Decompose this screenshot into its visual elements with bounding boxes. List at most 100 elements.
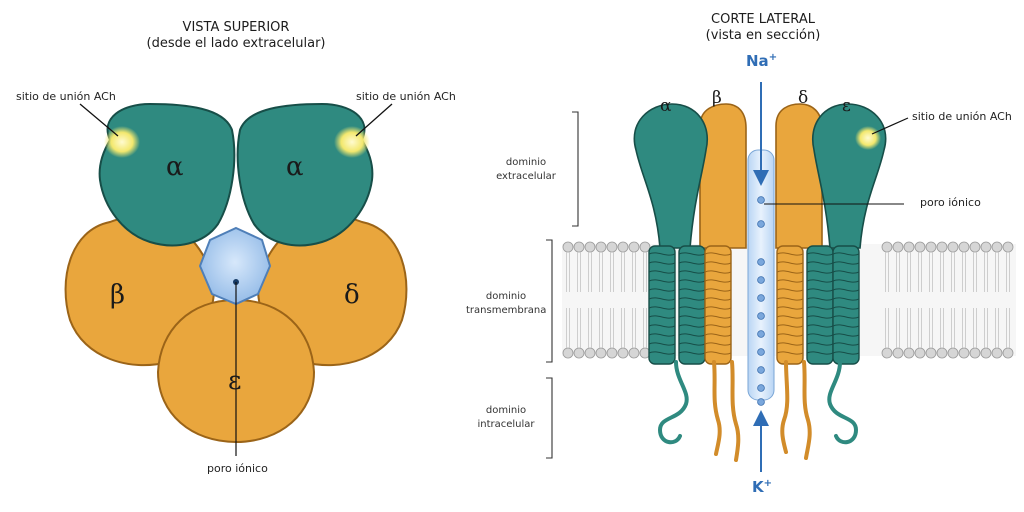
helix-turn xyxy=(704,333,732,337)
top-view-title-main: VISTA SUPERIOR xyxy=(182,20,290,35)
helix-turn xyxy=(704,315,732,319)
bracket-extracellular xyxy=(572,111,579,227)
alpha-label-side: α xyxy=(660,96,672,116)
loop-orange-2 xyxy=(730,360,741,462)
lipid-tail xyxy=(621,308,625,348)
helix-turn xyxy=(704,297,732,301)
epsilon-label-top: ε xyxy=(228,366,242,396)
lipid-tail xyxy=(929,252,933,292)
ion-channel xyxy=(747,149,775,401)
lipid-tail xyxy=(940,252,944,292)
lipid-head xyxy=(617,241,629,253)
helix-turn xyxy=(678,279,706,283)
ion-particle xyxy=(757,258,765,266)
lipid-head xyxy=(584,241,596,253)
helix-turn xyxy=(776,351,804,355)
lipid-head xyxy=(1002,347,1014,359)
helix-turn xyxy=(806,297,834,301)
helix-turn xyxy=(704,288,732,292)
ach-leader-top-left xyxy=(79,103,119,137)
lipid-head xyxy=(606,241,618,253)
lipid-tail xyxy=(907,308,911,348)
helix-turn xyxy=(832,333,860,337)
ach-label-top-left: sitio de unión ACh xyxy=(16,90,116,103)
helix-turn xyxy=(776,270,804,274)
epsilon-subunit-side xyxy=(811,103,887,249)
helix-turn xyxy=(648,315,676,319)
helix-turn xyxy=(832,351,860,355)
ach-binding-site-top-right xyxy=(334,126,370,158)
lipid-head xyxy=(562,241,574,253)
helix-turn xyxy=(776,279,804,283)
lipid-head xyxy=(903,347,915,359)
lipid-tail xyxy=(588,308,592,348)
lipid-head xyxy=(958,347,970,359)
lipid-head xyxy=(925,241,937,253)
lipid-tail xyxy=(962,252,966,292)
domain-label-intracellular: dominio intracelular xyxy=(466,404,546,432)
ion-particle xyxy=(757,312,765,320)
helix-turn xyxy=(678,324,706,328)
lipid-tail xyxy=(577,252,581,292)
helix-turn xyxy=(648,324,676,328)
helix-turn xyxy=(678,252,706,256)
helix-turn xyxy=(678,270,706,274)
helix-turn xyxy=(776,261,804,265)
helix-turn xyxy=(776,324,804,328)
helix-turn xyxy=(648,297,676,301)
lipid-tail xyxy=(577,308,581,348)
ion-particle xyxy=(757,196,765,204)
lipid-head xyxy=(562,347,574,359)
helix-turn xyxy=(806,324,834,328)
domain-extracellular-line1: dominio xyxy=(505,157,547,168)
helix-turn xyxy=(776,288,804,292)
lipid-head xyxy=(969,347,981,359)
lipid-tail xyxy=(940,308,944,348)
bracket-transmembrane xyxy=(546,239,553,363)
helix-turn xyxy=(806,270,834,274)
helix-turn xyxy=(704,306,732,310)
helix-turn xyxy=(806,306,834,310)
lipid-tail xyxy=(1006,252,1010,292)
lipid-tail xyxy=(951,252,955,292)
lipid-tail xyxy=(643,308,647,348)
domain-intracellular-line1: dominio xyxy=(485,405,527,416)
helix-turn xyxy=(806,261,834,265)
na-ion-label: Na+ xyxy=(746,52,777,70)
helix-turn xyxy=(806,315,834,319)
lipid-head xyxy=(914,347,926,359)
lipid-head xyxy=(573,241,585,253)
lipid-tail xyxy=(885,252,889,292)
helix-turn xyxy=(776,342,804,346)
lipid-heads-bottom xyxy=(562,347,1014,359)
k-ion-label: K+ xyxy=(752,478,772,496)
loop-teal-right xyxy=(827,360,859,445)
lipid-head xyxy=(903,241,915,253)
lipid-head xyxy=(936,347,948,359)
helix-turn xyxy=(648,351,676,355)
lipid-tails xyxy=(566,252,1010,348)
helix-turn xyxy=(678,333,706,337)
helix-turn xyxy=(776,306,804,310)
helix-turn xyxy=(704,351,732,355)
lipid-head xyxy=(991,347,1003,359)
pore-label-side: poro iónico xyxy=(920,196,981,209)
ach-binding-site-top-left xyxy=(104,126,140,158)
lipid-tail xyxy=(610,308,614,348)
helix-turn xyxy=(648,261,676,265)
lipid-head xyxy=(958,241,970,253)
domain-label-transmembrane: dominio transmembrana xyxy=(466,290,546,318)
beta-subunit-side xyxy=(699,103,747,249)
domain-transmembrane-line2: transmembrana xyxy=(466,305,547,316)
helix-turn xyxy=(648,279,676,283)
lipid-tail xyxy=(995,308,999,348)
lipid-head xyxy=(936,241,948,253)
lipid-tail xyxy=(918,308,922,348)
helix-turn xyxy=(832,324,860,328)
helix-turn xyxy=(704,252,732,256)
helix-turn xyxy=(678,261,706,265)
lipid-tail xyxy=(896,308,900,348)
helix-turn xyxy=(832,279,860,283)
lipid-tail xyxy=(973,252,977,292)
lipid-tail xyxy=(610,252,614,292)
